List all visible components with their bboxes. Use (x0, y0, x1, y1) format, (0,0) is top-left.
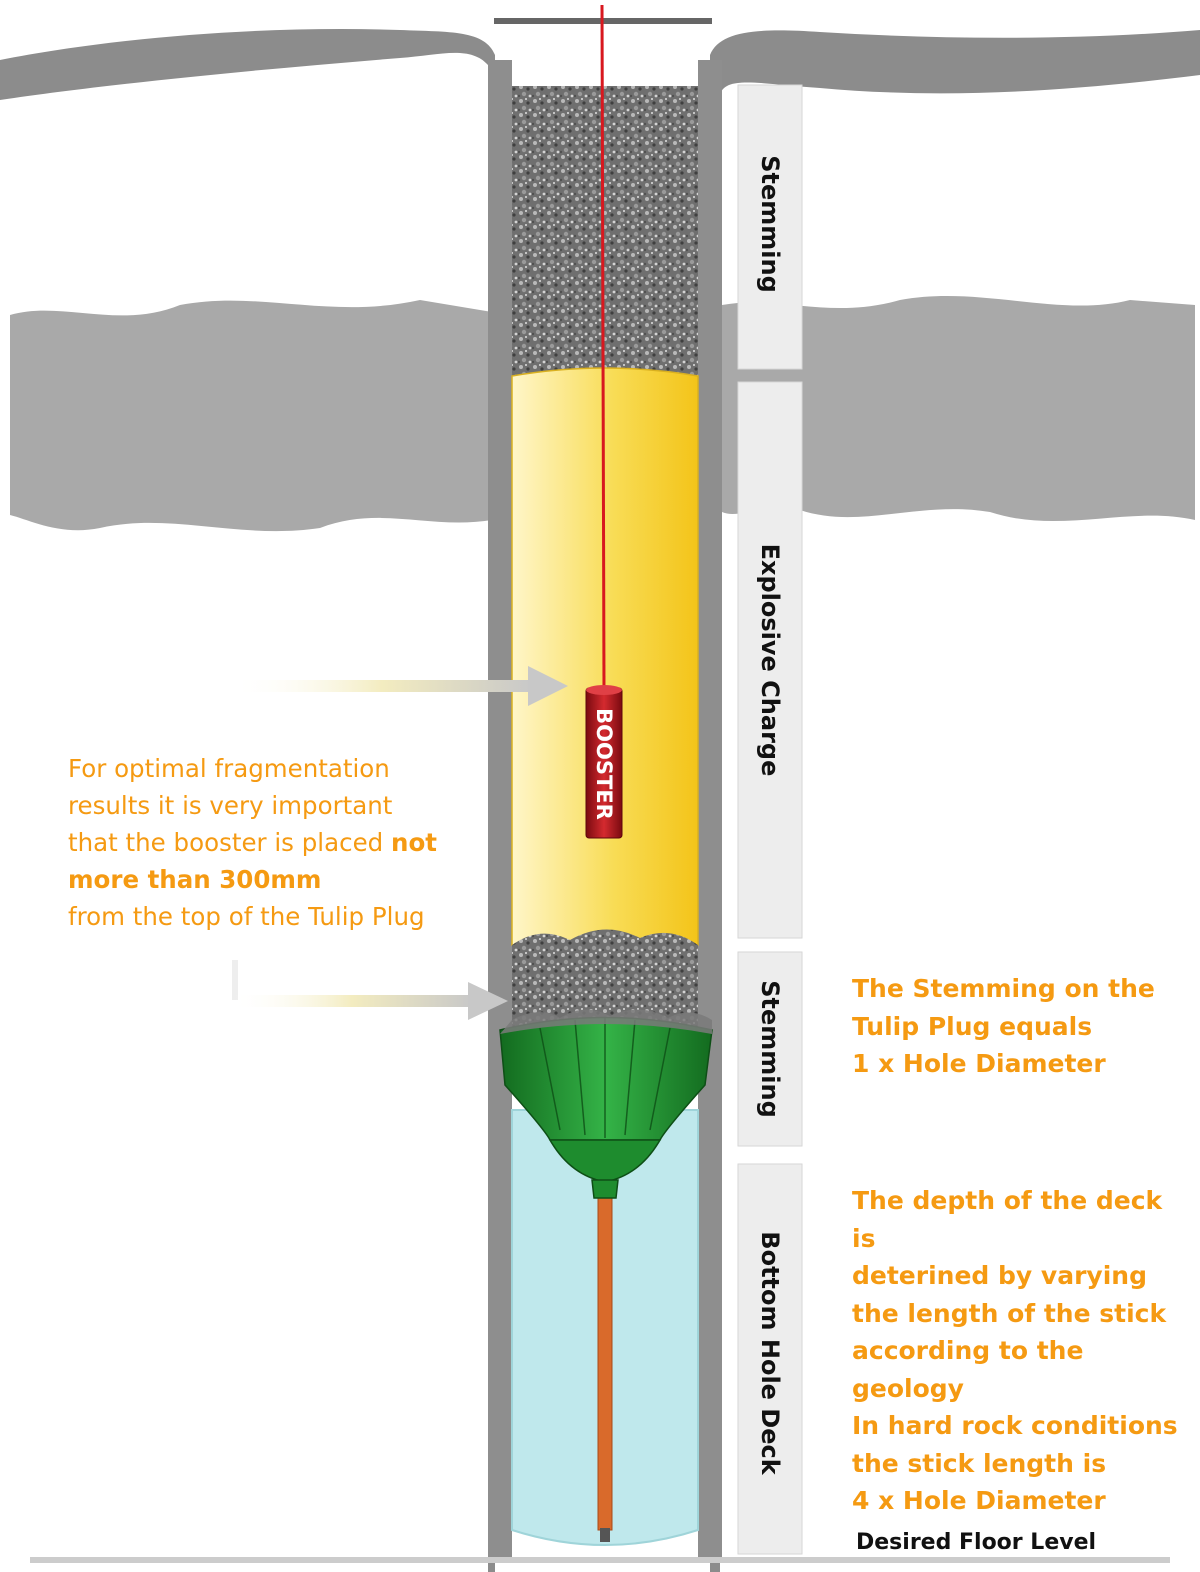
label-panel-stemming-lower (737, 951, 803, 1147)
desired-floor-level-label: Desired Floor Level (856, 1530, 1097, 1555)
booster-label: BOOSTER (592, 708, 616, 820)
stemming-note: The Stemming on the Tulip Plug equals 1 … (852, 970, 1192, 1083)
hole-wall-left (488, 60, 512, 1560)
label-panel-deck (737, 1163, 803, 1555)
deck-note-line-6: In hard rock conditions (852, 1411, 1178, 1440)
booster-note-line-5: from the top of the Tulip Plug (68, 902, 425, 931)
stick-tip (600, 1528, 610, 1542)
plug-pointer-arrow (232, 960, 508, 1020)
booster-cartridge (585, 685, 623, 839)
deck-note-line-7: the stick length is (852, 1448, 1107, 1478)
deck-note-line-1: The depth of the deck is (852, 1186, 1163, 1253)
label-panel-stemming-top (737, 84, 803, 370)
deck-stick (597, 1189, 613, 1531)
deck-note-line-2: deterined by varying (852, 1261, 1147, 1290)
label-bottom-hole-deck: Bottom Hole Deck (756, 1231, 784, 1475)
deck-note-line-8: 4 x Hole Diameter (852, 1486, 1106, 1515)
detonator-cord (600, 4, 606, 691)
booster-placement-note: For optimal fragmentation results it is … (68, 750, 498, 935)
lower-stemming (512, 929, 698, 1030)
deck-note: The depth of the deck is deterined by va… (852, 1182, 1192, 1520)
stemming-note-line-2: Tulip Plug equals (852, 1011, 1093, 1041)
booster-note-line-3-bold: not (391, 828, 437, 857)
deck-note-line-4: according to the (852, 1336, 1084, 1365)
booster-note-line-2: results it is very important (68, 791, 393, 820)
hole-wall-right (698, 60, 722, 1560)
label-stemming-top: Stemming (756, 155, 784, 293)
rock-layer-right (722, 295, 1195, 522)
deck-note-line-5: geology (852, 1373, 964, 1403)
label-explosive-charge: Explosive Charge (756, 543, 784, 777)
booster-note-line-4: more than 300mm (68, 865, 322, 894)
label-panel-explosive (737, 381, 803, 939)
stemming-note-line-3: 1 x Hole Diameter (852, 1049, 1106, 1078)
top-stemming (512, 86, 698, 386)
tulip-plug (499, 1009, 713, 1199)
deck-note-line-3: the length of the stick (852, 1298, 1167, 1328)
booster-pointer-arrow (232, 666, 568, 706)
booster-note-line-3: that the booster is placed (68, 828, 391, 857)
booster-note-line-1: For optimal fragmentation (68, 754, 390, 783)
floor-line (30, 1557, 1170, 1563)
rock-layer-left (10, 300, 492, 532)
stemming-note-line-1: The Stemming on the (852, 974, 1155, 1003)
label-stemming-lower: Stemming (756, 980, 784, 1118)
